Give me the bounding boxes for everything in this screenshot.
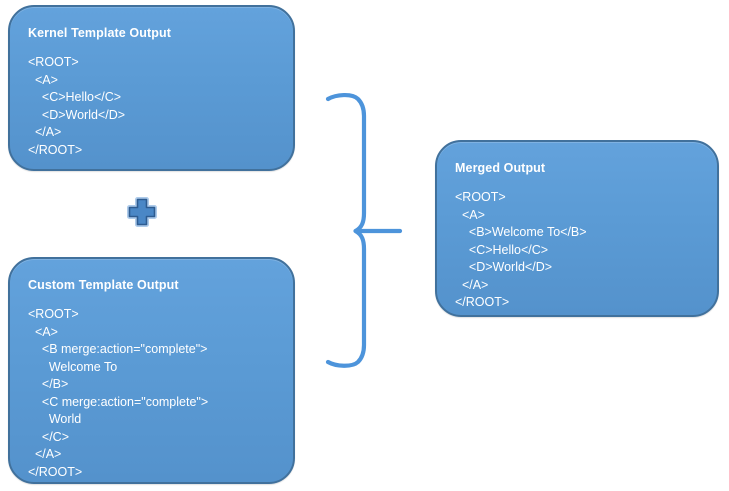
plus-icon [127,197,157,227]
custom-box-code: <ROOT> <A> <B merge:action="complete"> W… [28,307,209,479]
kernel-template-output-box: Kernel Template Output <ROOT> <A> <C>Hel… [8,5,295,171]
custom-box-title: Custom Template Output [28,278,179,292]
right-brace-connector-icon [325,92,403,368]
merged-box-code: <ROOT> <A> <B>Welcome To</B> <C>Hello</C… [455,190,587,309]
kernel-box-code: <ROOT> <A> <C>Hello</C> <D>World</D> </A… [28,55,126,157]
merged-box-title: Merged Output [455,161,546,175]
custom-template-output-box: Custom Template Output <ROOT> <A> <B mer… [8,257,295,484]
kernel-box-title: Kernel Template Output [28,26,171,40]
merged-output-box: Merged Output <ROOT> <A> <B>Welcome To</… [435,140,719,317]
